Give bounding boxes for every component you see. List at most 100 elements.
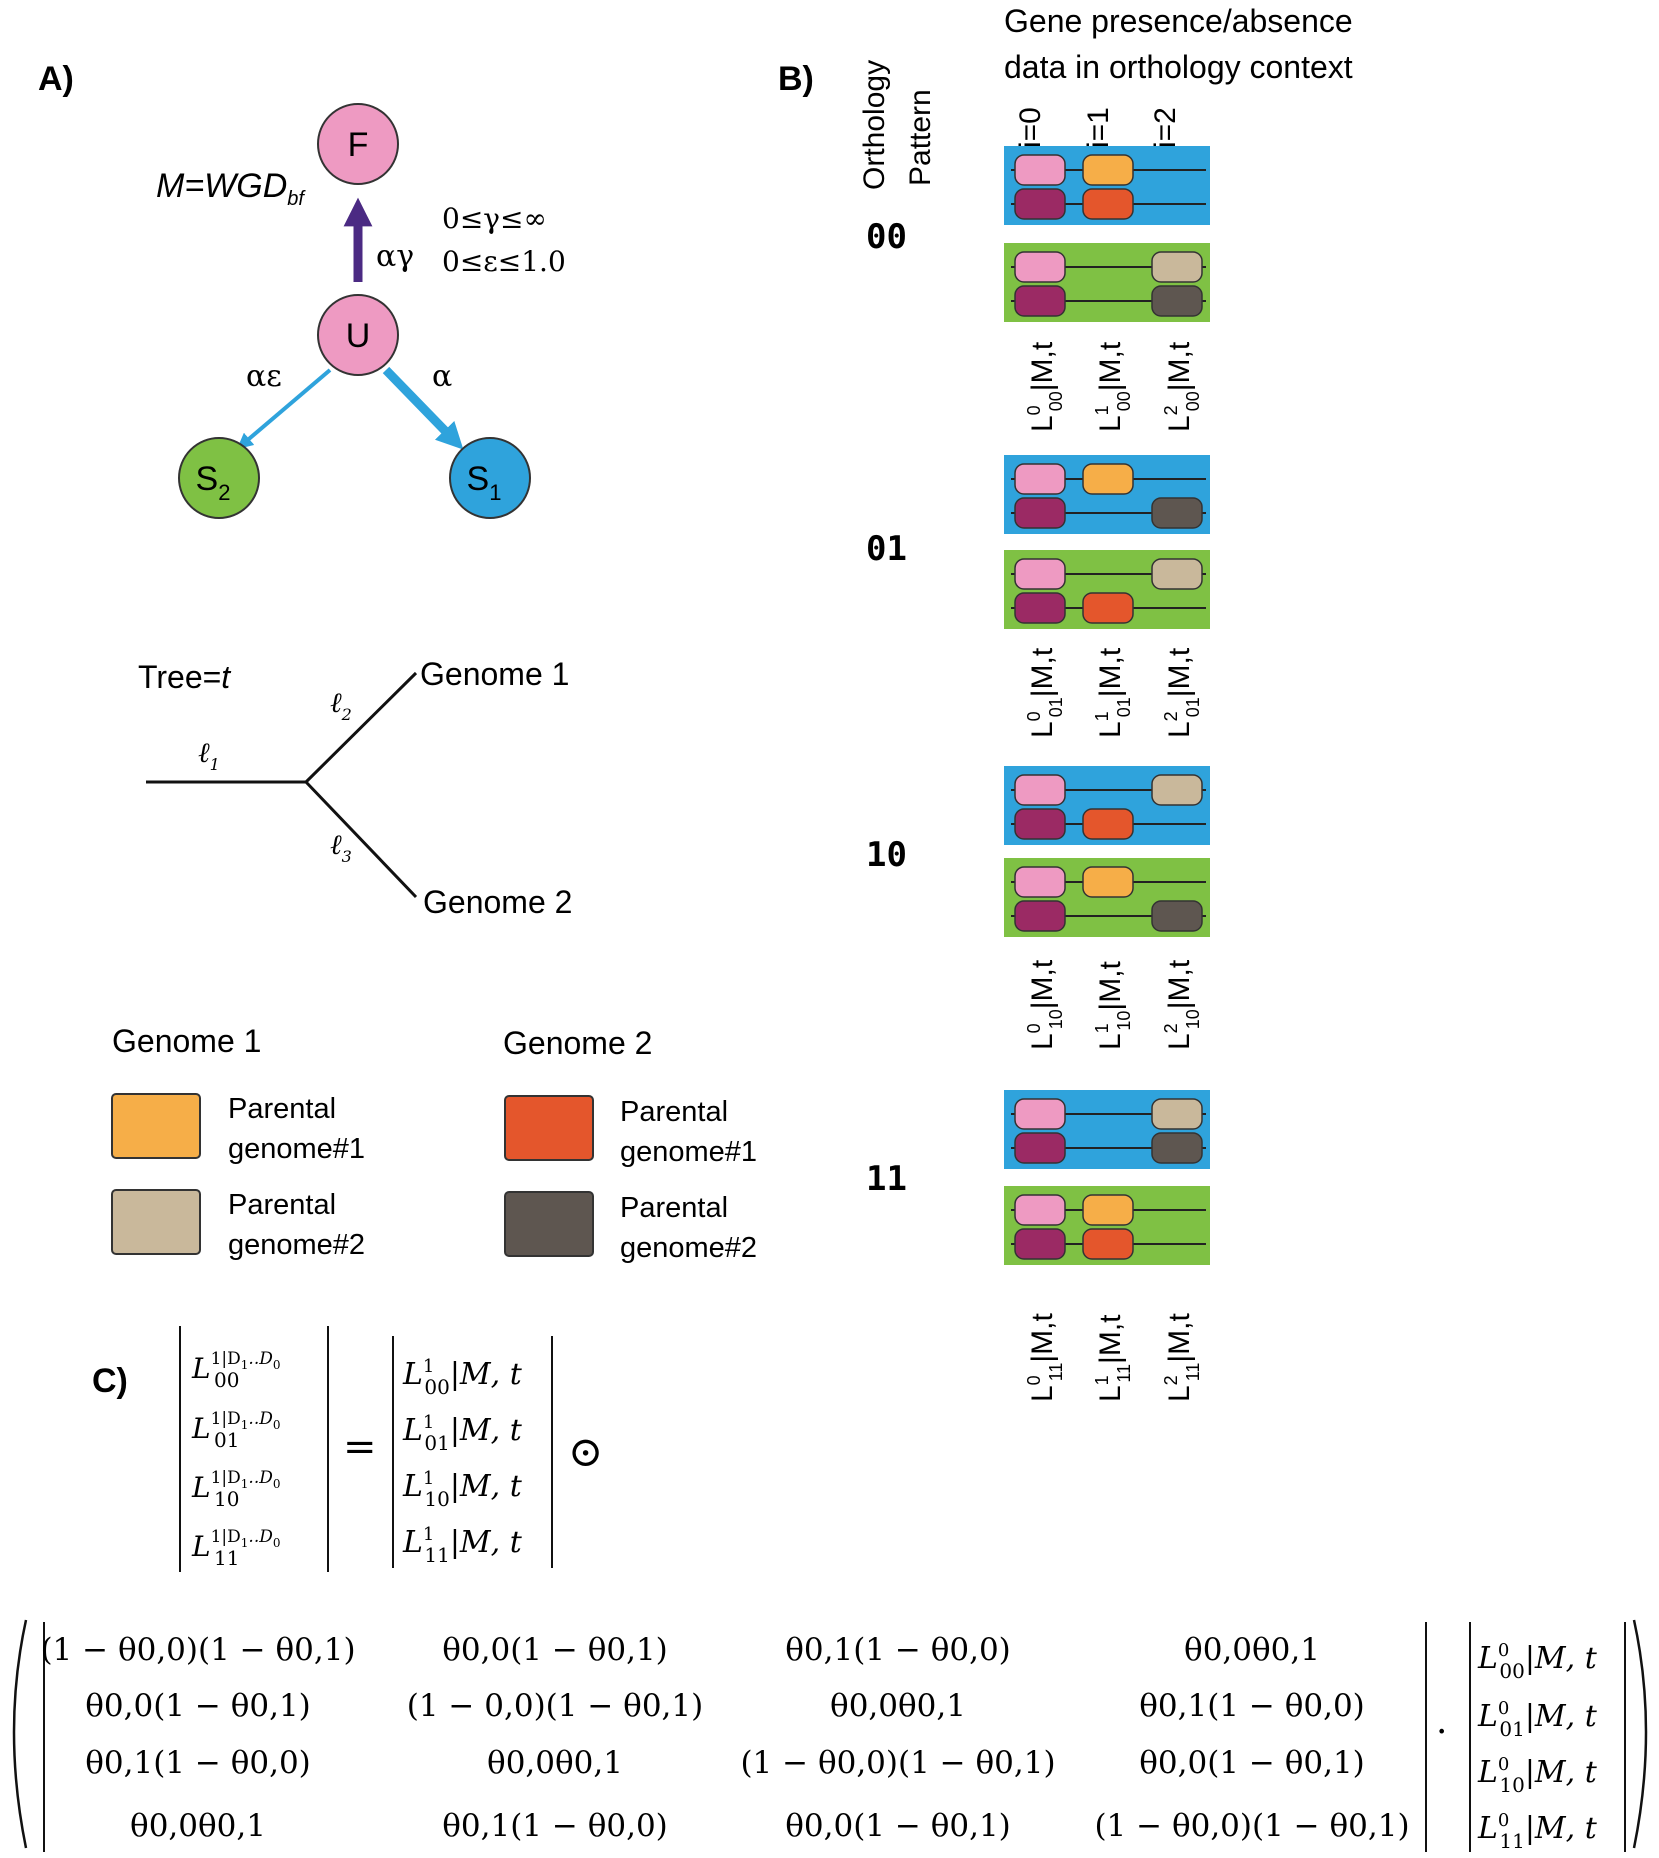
vec-base: L xyxy=(402,1413,423,1448)
vec-rest: |M, t xyxy=(450,1357,523,1392)
gene-pink-col-0 xyxy=(1014,774,1066,806)
lhs-sub: 11 xyxy=(214,1546,239,1570)
node-s2-label: S xyxy=(196,460,219,498)
l-sup: 2 xyxy=(1161,405,1181,415)
node-s1-label: S xyxy=(467,460,490,498)
vec-base: L xyxy=(1477,1641,1498,1676)
constraint-gamma: 0≤γ≤∞ xyxy=(442,202,547,235)
lhs-base: L xyxy=(191,1412,211,1445)
l-sup: 2 xyxy=(1161,1023,1181,1033)
l-sup: 1 xyxy=(1092,711,1112,721)
panel-b-title-line1: Gene presence/absence xyxy=(1004,3,1353,39)
gene-pink-col-0 xyxy=(1014,251,1066,283)
node-f: F xyxy=(317,103,399,185)
legend-g1-p1-line1: Parental xyxy=(228,1093,336,1125)
matrix-cell-r3-c2: θ0,0(1 − θ0,1) xyxy=(785,1808,1011,1844)
gene-purple-col-0 xyxy=(1014,1228,1066,1260)
l-sup: 2 xyxy=(1161,711,1181,721)
vec-sub: 01 xyxy=(424,1431,449,1455)
vec-sup: 1 xyxy=(423,1356,434,1377)
gene-pink-col-0 xyxy=(1014,1098,1066,1130)
vec-sup: 0 xyxy=(1498,1698,1509,1719)
constraint-eps: 0≤ε≤1.0 xyxy=(442,245,566,278)
node-s2-sub: 2 xyxy=(218,480,230,505)
lhs-sup-mid: ..D xyxy=(248,1527,273,1547)
l-sup: 0 xyxy=(1024,711,1044,721)
l-rest: |M,t xyxy=(1094,647,1127,697)
gene-purple-col-0 xyxy=(1014,285,1066,317)
l-sub: 11 xyxy=(1046,1363,1066,1382)
l-main: L xyxy=(1026,1385,1059,1402)
vec-base: L xyxy=(402,1525,423,1560)
block-pattern-10-genome-2 xyxy=(1004,858,1210,937)
legend-g1-p2-line2: genome#2 xyxy=(228,1229,365,1261)
dot-operator: · xyxy=(1436,1712,1447,1753)
lhs-sup-sub1: 1 xyxy=(241,1358,249,1372)
block-pattern-11-genome-2 xyxy=(1004,1186,1210,1265)
svg-text:ℓ2: ℓ2 xyxy=(330,686,352,724)
gene-dark-col-2 xyxy=(1151,285,1203,317)
pattern-label-11: 11 xyxy=(866,1159,907,1199)
gene-orange-col-1 xyxy=(1082,463,1134,495)
col-header-i1: i=1 xyxy=(1082,107,1115,148)
branch-1-sub: 1 xyxy=(210,755,220,774)
gene-pink-col-0 xyxy=(1014,558,1066,590)
l-rest: |M,t xyxy=(1026,959,1059,1009)
big-paren-left xyxy=(12,1619,28,1849)
matrix-cell-r1-c1: (1 − 0,0)(1 − θ0,1) xyxy=(407,1688,703,1724)
matrix-cell-r3-c0: θ0,0θ0,1 xyxy=(130,1808,266,1844)
gene-dark-col-2 xyxy=(1151,1132,1203,1164)
legend-g2-p2-line2: genome#2 xyxy=(620,1232,757,1264)
lhs-sup-mid: ..D xyxy=(248,1349,273,1369)
matrix-cell-r2-c3: θ0,0(1 − θ0,1) xyxy=(1139,1745,1365,1781)
l-sub: 00 xyxy=(1183,391,1203,411)
tree-genome-1: Genome 1 xyxy=(420,656,569,692)
l-main: L xyxy=(1094,415,1127,432)
l-main: L xyxy=(1163,415,1196,432)
l-sup: 0 xyxy=(1024,1375,1044,1385)
big-paren-right xyxy=(1632,1619,1648,1849)
legend-g1-p1-line2: genome#1 xyxy=(228,1133,365,1165)
legend-swatch-g2-p1 xyxy=(504,1095,594,1161)
vec-base: L xyxy=(402,1469,423,1504)
col-header-i0: i=0 xyxy=(1014,107,1047,148)
lhs-base: L xyxy=(191,1471,211,1504)
legend-swatch-g2-p2 xyxy=(504,1191,594,1257)
matrix-cell-r1-c0: θ0,0(1 − θ0,1) xyxy=(85,1688,311,1724)
svg-text:Tree=t: Tree=t xyxy=(138,659,231,695)
branch-2-label: ℓ xyxy=(330,686,342,719)
gene-purple-col-0 xyxy=(1014,900,1066,932)
vec-rest: |M, t xyxy=(1525,1755,1598,1790)
l-rest: |M,t xyxy=(1163,341,1196,391)
pattern-header-line1: Orthology xyxy=(858,60,891,190)
vec-sup: 0 xyxy=(1498,1754,1509,1775)
panel-a: A) F U S2 S1 M=WGDbf αγ αε α 0≤γ≤∞ 0≤ε≤1… xyxy=(38,60,757,1264)
lhs-sup-sub2: 0 xyxy=(273,1536,281,1550)
vec-base: L xyxy=(1477,1755,1498,1790)
gene-orange-col-1 xyxy=(1082,154,1134,186)
pattern-label-01: 01 xyxy=(866,529,907,569)
gene-dark-col-2 xyxy=(1151,497,1203,529)
vec-rest: |M, t xyxy=(1525,1811,1598,1846)
gene-red-col-1 xyxy=(1082,188,1134,220)
tree-genome-2: Genome 2 xyxy=(423,884,572,920)
svg-text:S1: S1 xyxy=(467,460,502,505)
gene-purple-col-0 xyxy=(1014,808,1066,840)
vec-sub: 10 xyxy=(1499,1773,1524,1797)
legend-genome-2-title: Genome 2 xyxy=(503,1025,652,1061)
gene-pink-col-0 xyxy=(1014,463,1066,495)
panel-b: B) Orthology Pattern Gene presence/absen… xyxy=(778,3,1353,1402)
edge-up-label: αγ xyxy=(376,239,414,274)
l-rest: |M,t xyxy=(1094,960,1127,1010)
